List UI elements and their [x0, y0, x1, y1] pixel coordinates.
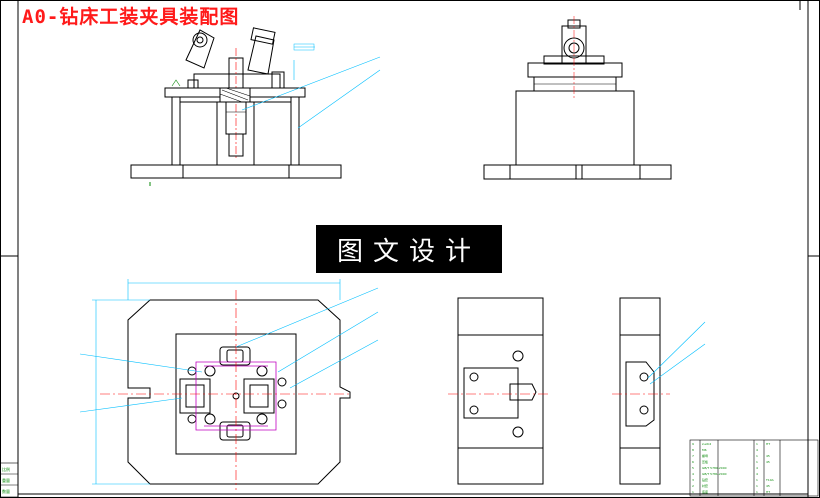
- front-clamp-block: [193, 73, 281, 89]
- section-b-body: [619, 297, 661, 485]
- front-left-arm: [185, 29, 215, 69]
- left-strip-label-2: 重量: [2, 477, 10, 483]
- title-block: [689, 439, 819, 497]
- section-a-pin: [509, 383, 537, 401]
- plan-right-block: [243, 378, 275, 414]
- front-base-plate: [130, 164, 342, 179]
- section-b-view: [612, 297, 670, 485]
- side-base-plate: [483, 164, 672, 180]
- watermark-banner: 图文设计: [316, 225, 502, 273]
- front-view: [130, 27, 342, 186]
- front-view-leaders: [171, 43, 381, 129]
- plan-bottom-nut: [219, 421, 251, 441]
- front-left-eye: [192, 32, 208, 48]
- plan-dimensions: [79, 279, 379, 485]
- front-right-arm: [247, 35, 275, 75]
- plan-view: [127, 299, 351, 485]
- plan-bolt-3: [256, 365, 268, 377]
- section-a-view: [448, 297, 548, 485]
- section-b-leaders: [647, 321, 706, 385]
- side-body: [515, 90, 635, 166]
- left-strip-label-3: 数量: [2, 488, 10, 494]
- section-a-cavity: [463, 367, 519, 419]
- plan-left-block: [179, 378, 211, 414]
- plan-bolt-4: [256, 413, 268, 425]
- side-clamp-plate: [527, 62, 623, 78]
- plan-top-nut: [219, 346, 251, 366]
- section-a-body: [457, 297, 544, 485]
- plan-bolt-2: [204, 413, 216, 425]
- side-view: [483, 16, 672, 180]
- plan-bolt-1: [204, 365, 216, 377]
- left-strip-label-1: 比例: [2, 466, 10, 472]
- left-title-strip: 比例 重量 数量: [0, 462, 19, 498]
- plan-centerlines: [100, 290, 350, 490]
- drawing-title: A0-钻床工装夹具装配图: [22, 6, 240, 28]
- plan-base-outline: [127, 299, 351, 485]
- section-b-clamp: [625, 361, 655, 427]
